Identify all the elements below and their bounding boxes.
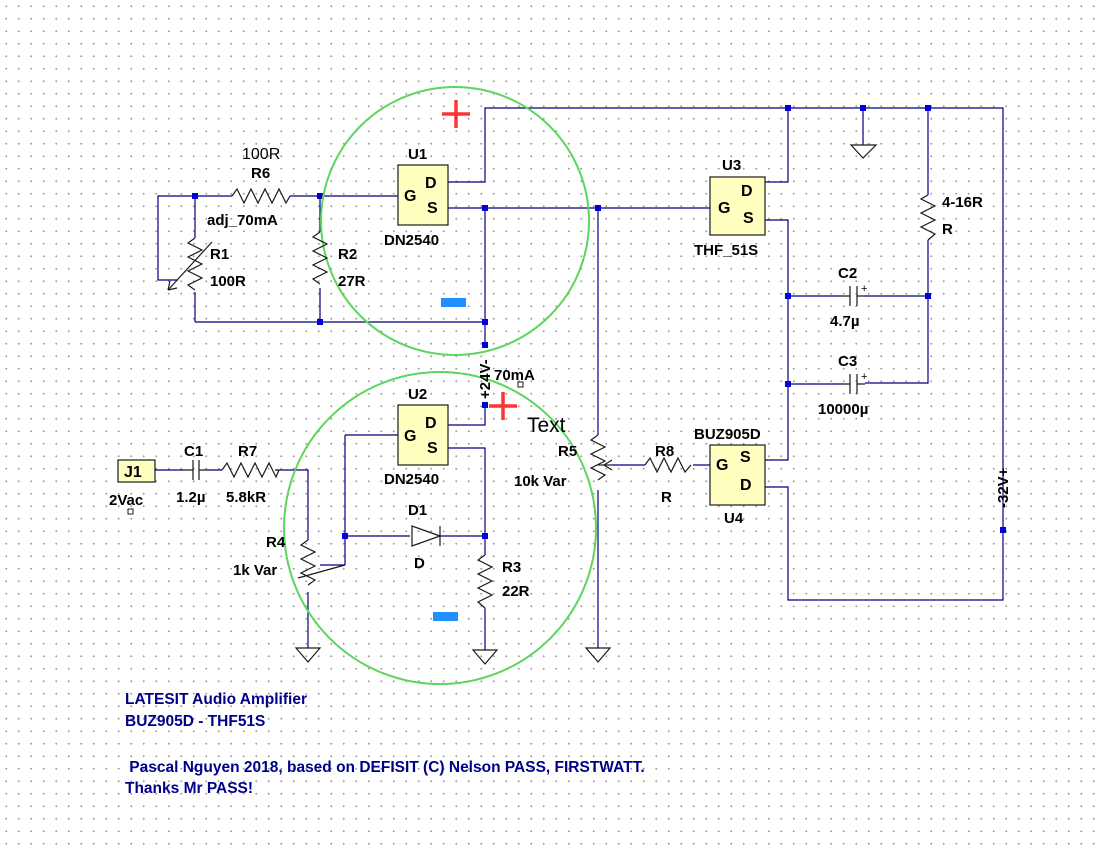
u2-ref: U2 <box>408 386 427 403</box>
junction-nodes <box>192 105 1006 539</box>
mosfet-u4: G S D <box>709 444 766 506</box>
r4-ref: R4 <box>266 534 286 551</box>
u3-pin-s: S <box>743 210 754 227</box>
highlight-ring-u2 <box>283 371 597 685</box>
minus-marker-top <box>441 298 466 307</box>
plus-marker-mid <box>489 392 517 420</box>
resistor-load <box>919 194 937 241</box>
ground-symbol-r5 <box>584 647 612 663</box>
u4-pin-s: S <box>740 449 751 466</box>
ground-symbol-r4 <box>294 647 322 663</box>
u2-pin-d: D <box>425 415 437 432</box>
current-anchor <box>517 381 524 388</box>
minus-marker-bottom <box>433 612 458 621</box>
u1-pin-d: D <box>425 175 437 192</box>
c2-ref: C2 <box>838 265 857 282</box>
note-thanks: Thanks Mr PASS! <box>125 780 254 797</box>
r6-note: adj_70mA <box>207 212 278 229</box>
capacitor-c2 <box>842 286 866 306</box>
resistor-r8 <box>644 456 692 474</box>
r1-ref: R1 <box>210 246 229 263</box>
r4-value: 1k Var <box>233 562 277 579</box>
r3-ref: R3 <box>502 559 521 576</box>
note-credit: Pascal Nguyen 2018, based on DEFISIT (C)… <box>125 759 645 776</box>
j1-label: J1 <box>124 464 142 481</box>
mosfet-u1: G D S <box>397 164 449 226</box>
u1-part: DN2540 <box>384 232 439 249</box>
supply-24v-label: +24V- <box>477 359 494 399</box>
resistor-r7 <box>221 461 280 479</box>
resistor-r2 <box>311 231 329 285</box>
c3-ref: C3 <box>838 353 857 370</box>
u1-pin-g: G <box>404 188 416 205</box>
c2-value: 4.7µ <box>830 313 860 330</box>
u1-ref: U1 <box>408 146 427 163</box>
u4-ref: U4 <box>724 510 744 527</box>
u4-part: BUZ905D <box>694 426 761 443</box>
j1-anchor <box>127 508 134 515</box>
c1-value: 1.2µ <box>176 489 206 506</box>
load-ref: R <box>942 221 953 238</box>
u3-part: THF_51S <box>694 242 758 259</box>
highlight-ring-u1 <box>320 86 590 356</box>
capacitor-c3 <box>842 374 865 394</box>
u1-pin-s: S <box>427 200 438 217</box>
c3-value: 10000µ <box>818 401 868 418</box>
u2-part: DN2540 <box>384 471 439 488</box>
c3-polarity-mark: + <box>861 371 867 383</box>
potentiometer-r1 <box>167 237 213 291</box>
load-value: 4-16R <box>942 194 983 211</box>
u3-ref: U3 <box>722 157 741 174</box>
supply-32v-label: -32V+ <box>995 467 1012 508</box>
r7-ref: R7 <box>238 443 257 460</box>
potentiometer-r4 <box>297 539 346 586</box>
r8-ref: R8 <box>655 443 674 460</box>
mosfet-u3: G D S <box>709 176 766 236</box>
r8-value: R <box>661 489 672 506</box>
c2-polarity-mark: + <box>861 283 867 295</box>
u4-pin-d: D <box>740 477 752 494</box>
u3-pin-g: G <box>718 200 730 217</box>
u3-pin-d: D <box>741 183 753 200</box>
j1-value: 2Vac <box>109 492 143 509</box>
c1-ref: C1 <box>184 443 203 460</box>
potentiometer-r5 <box>589 434 613 481</box>
r5-ref: R5 <box>558 443 577 460</box>
r2-value: 27R <box>338 273 366 290</box>
r3-value: 22R <box>502 583 530 600</box>
capacitor-c1 <box>185 460 205 480</box>
note-title: LATESIT Audio Amplifier <box>125 691 307 708</box>
r2-ref: R2 <box>338 246 357 263</box>
u2-pin-g: G <box>404 428 416 445</box>
d1-value: D <box>414 555 425 572</box>
free-text-label: Text <box>527 414 566 437</box>
resistor-r3 <box>476 554 494 609</box>
connector-j1: J1 <box>117 459 156 483</box>
r1-value: 100R <box>210 273 246 290</box>
d1-ref: D1 <box>408 502 427 519</box>
r5-value: 10k Var <box>514 473 567 490</box>
r6-value: 100R <box>242 146 280 163</box>
current-label: 70mA <box>494 367 535 384</box>
u2-pin-s: S <box>427 440 438 457</box>
r6-ref: R6 <box>251 165 270 182</box>
note-subtitle: BUZ905D - THF51S <box>125 713 266 730</box>
wires <box>155 107 1004 650</box>
ground-symbol-r3 <box>471 649 499 665</box>
r7-value: 5.8kR <box>226 489 266 506</box>
diode-d1 <box>411 525 442 547</box>
plus-marker-top <box>442 100 470 128</box>
mosfet-u2: G D S <box>397 404 449 466</box>
ground-symbol-top <box>849 144 878 159</box>
resistor-r6 <box>231 187 291 205</box>
u4-pin-g: G <box>716 457 728 474</box>
